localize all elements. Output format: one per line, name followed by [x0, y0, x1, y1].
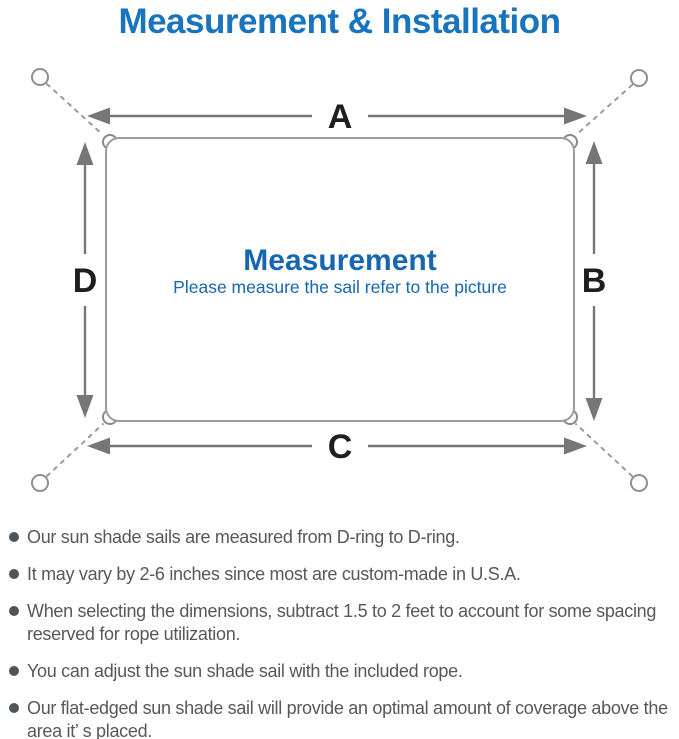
dim-label-a: A: [328, 98, 353, 136]
notes-list: Our sun shade sails are measured from D-…: [6, 526, 674, 739]
anchor-ring-bottom-left: [31, 474, 49, 492]
note-item: When selecting the dimensions, subtract …: [6, 600, 674, 646]
bullet-icon: [9, 666, 19, 676]
rope-line-bottom-right: [575, 423, 633, 477]
note-item: You can adjust the sun shade sail with t…: [6, 660, 674, 683]
bullet-icon: [9, 606, 19, 616]
sail-outline: [105, 137, 575, 422]
note-text: When selecting the dimensions, subtract …: [27, 601, 657, 644]
dim-arrow-c-right: [564, 437, 587, 455]
dim-arrow-d-up: [76, 142, 94, 165]
note-text: It may vary by 2-6 inches since most are…: [27, 564, 521, 584]
bullet-icon: [9, 569, 19, 579]
dim-label-d: D: [73, 262, 98, 300]
dim-arrow-a-left: [87, 107, 110, 125]
page-title: Measurement & Installation: [118, 2, 561, 41]
dim-arrow-b-up: [585, 141, 603, 164]
dim-arrow-a-right: [564, 107, 587, 125]
note-item: Our flat-edged sun shade sail will provi…: [6, 697, 674, 739]
rope-line-top-right: [575, 84, 633, 136]
note-text: You can adjust the sun shade sail with t…: [27, 661, 463, 681]
note-item: It may vary by 2-6 inches since most are…: [6, 563, 674, 586]
note-text: Our sun shade sails are measured from D-…: [27, 527, 460, 547]
dim-label-c: C: [328, 428, 353, 466]
center-title: Measurement: [243, 244, 436, 277]
dim-arrow-c-left: [87, 437, 110, 455]
bullet-icon: [9, 703, 19, 713]
center-subtitle: Please measure the sail refer to the pic…: [173, 277, 507, 297]
dim-arrow-d-down: [76, 395, 94, 418]
anchor-ring-top-right: [630, 69, 648, 87]
bullet-icon: [9, 532, 19, 542]
anchor-ring-top-left: [31, 68, 49, 86]
rope-line-top-left: [46, 83, 104, 136]
dim-arrow-b-down: [585, 398, 603, 421]
measurement-diagram: A C D B Measurement Please measure the s…: [31, 68, 648, 492]
note-text: Our flat-edged sun shade sail will provi…: [27, 698, 668, 739]
anchor-ring-bottom-right: [630, 474, 648, 492]
rope-line-bottom-left: [46, 423, 104, 477]
note-item: Our sun shade sails are measured from D-…: [6, 526, 674, 549]
dim-label-b: B: [582, 262, 607, 300]
